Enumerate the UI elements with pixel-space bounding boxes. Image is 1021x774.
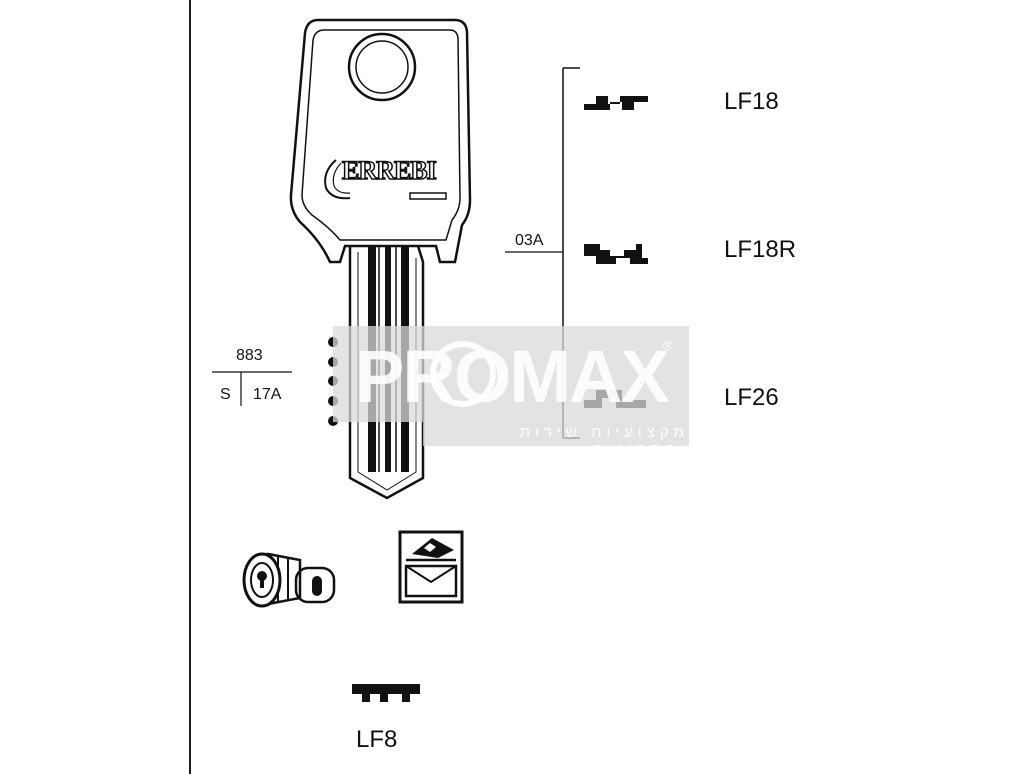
code-left: S: [220, 386, 231, 403]
profile-shape-lf8: [352, 684, 420, 702]
promax-watermark: PROMAX ® מקצועיות שירות ופתרונות: [333, 326, 689, 458]
watermark-subtitle: מקצועיות שירות ופתרונות: [519, 424, 689, 458]
profile-label-lf8: LF8: [356, 726, 398, 753]
code-table-lines: [212, 371, 292, 406]
cam-lock-icon: [242, 552, 336, 608]
code-upper: 883: [236, 347, 263, 364]
profile-shape-lf18r: [584, 244, 648, 264]
key-brand-logo: ERREBI: [341, 155, 437, 186]
profile-shape-lf18: [584, 96, 648, 110]
left-divider-line: [189, 0, 191, 774]
profile-label-lf18r: LF18R: [724, 236, 797, 263]
side-code: 03A: [515, 232, 544, 249]
mailbox-icon: [398, 530, 464, 604]
watermark-text: PROMAX: [355, 335, 670, 418]
profile-label-lf18: LF18: [724, 88, 779, 115]
watermark-registered: ®: [663, 338, 673, 353]
profile-label-lf26: LF26: [724, 384, 779, 411]
code-right: 17A: [253, 386, 282, 403]
